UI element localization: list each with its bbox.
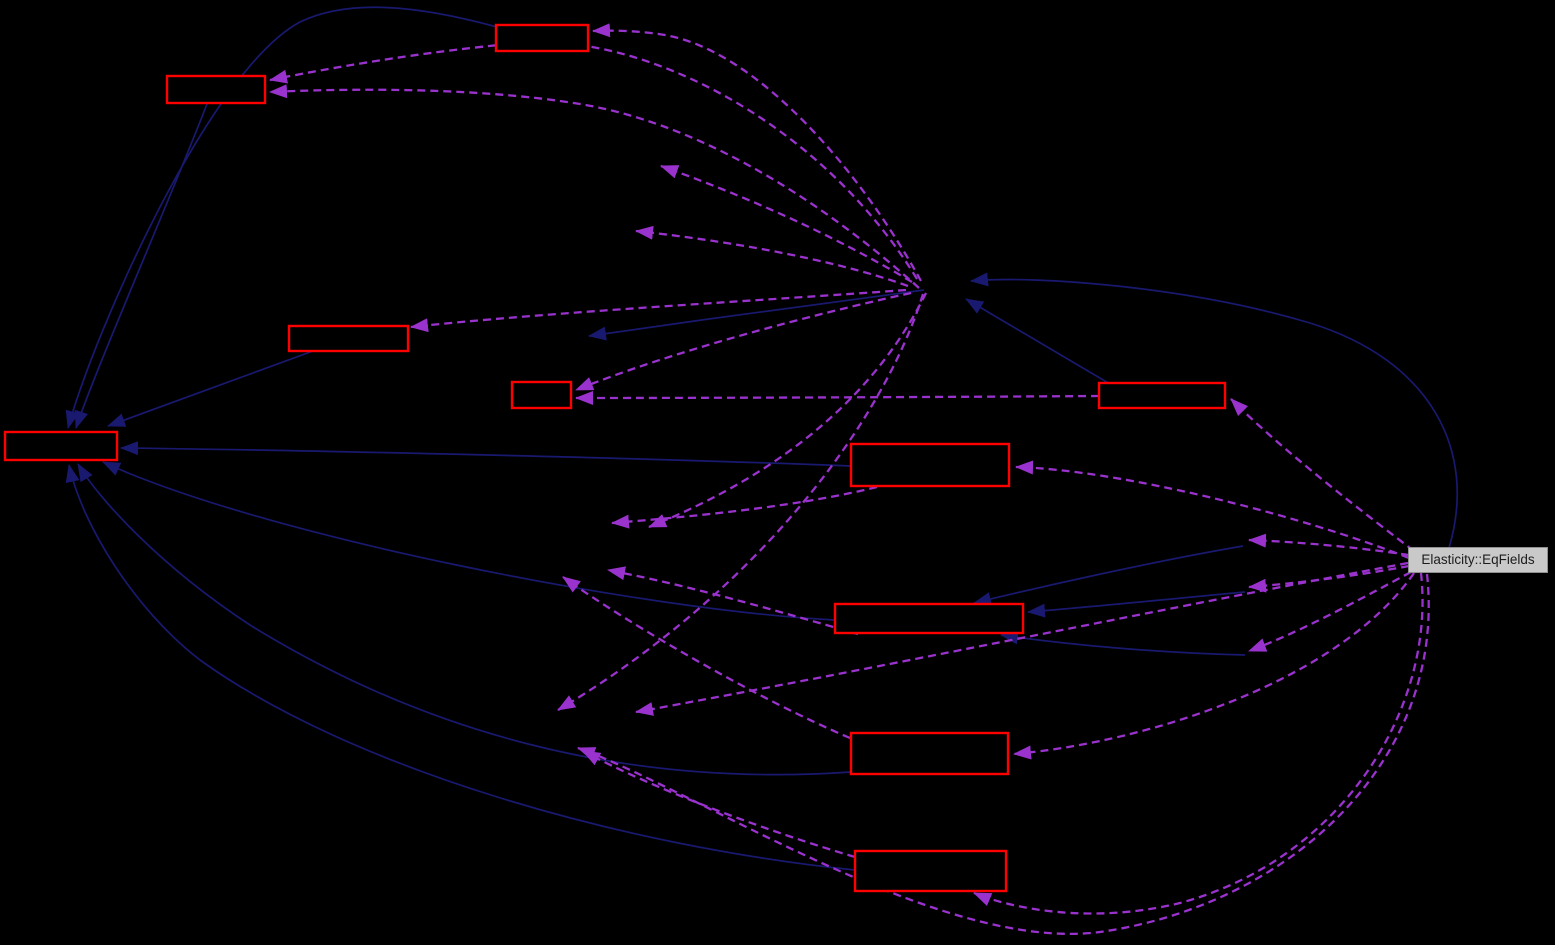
- class-node-n8[interactable]: [833, 602, 1025, 635]
- edge-n7-to-invL1: [611, 485, 878, 529]
- edge-hub-to-n1: [592, 23, 923, 282]
- edge-n5-to-n4: [575, 390, 1100, 405]
- edge-invR3-to-n8: [1000, 630, 1246, 656]
- class-node-n7[interactable]: [849, 442, 1011, 488]
- edge-eqfields-to-invL6: [635, 561, 1409, 716]
- edge-n8-to-n6: [102, 461, 836, 621]
- edge-n5-to-hub: [965, 298, 1111, 385]
- edge-n9-to-invL4: [562, 576, 851, 740]
- edge-hub-to-invL2: [648, 292, 928, 529]
- class-node-n6[interactable]: [3, 430, 119, 462]
- edge-eqfields-to-invR2: [1248, 564, 1410, 593]
- edge-hub-to-inv1: [588, 289, 925, 341]
- edge-eqfields-to-hub: [970, 272, 1458, 549]
- class-node-elasticity-eqfields[interactable]: Elasticity::EqFields: [1408, 547, 1548, 573]
- edge-hub-to-n2: [269, 40, 918, 280]
- class-node-n2[interactable]: [165, 74, 267, 105]
- edge-n2-to-n6: [74, 103, 208, 429]
- edge-hub-to-n3: [410, 288, 907, 333]
- edge-hub-to-n4: [575, 291, 912, 392]
- class-node-n5[interactable]: [1097, 381, 1227, 410]
- edge-eqfields-to-invR3: [1248, 570, 1412, 653]
- edge-eqfields-to-n9: [1013, 572, 1415, 760]
- edge-n3-to-n6: [107, 350, 314, 427]
- edge-invR2-to-n8: [1027, 591, 1246, 618]
- edge-eqfields-to-invL7: [577, 573, 1430, 935]
- edge-eqfields-to-n5: [1230, 398, 1415, 552]
- edge-hub-to-invL5: [557, 293, 925, 711]
- edge-n9-to-n6: [77, 463, 852, 776]
- edge-hub-to-invA: [660, 164, 913, 283]
- class-node-n9[interactable]: [849, 731, 1010, 776]
- edge-n8-to-invL3: [607, 566, 859, 636]
- edge-n7-to-n6: [120, 441, 852, 467]
- edge-n10-to-n6: [65, 464, 856, 871]
- class-node-n1[interactable]: [494, 23, 590, 53]
- edge-n1-to-n6: [65, 6, 498, 429]
- edge-eqfields-to-n7: [1015, 460, 1410, 560]
- class-node-n3[interactable]: [287, 324, 410, 353]
- edge-eqfields-to-invR1: [1248, 533, 1410, 557]
- class-node-n4[interactable]: [510, 380, 573, 410]
- class-node-n10[interactable]: [853, 849, 1008, 893]
- edge-n10-to-invL7: [582, 749, 856, 859]
- edge-hub-to-n2: [269, 84, 920, 289]
- edge-eqfields-to-n10: [973, 572, 1424, 915]
- edge-hub-to-invB: [635, 225, 909, 288]
- edge-invR1-to-n8: [973, 545, 1244, 606]
